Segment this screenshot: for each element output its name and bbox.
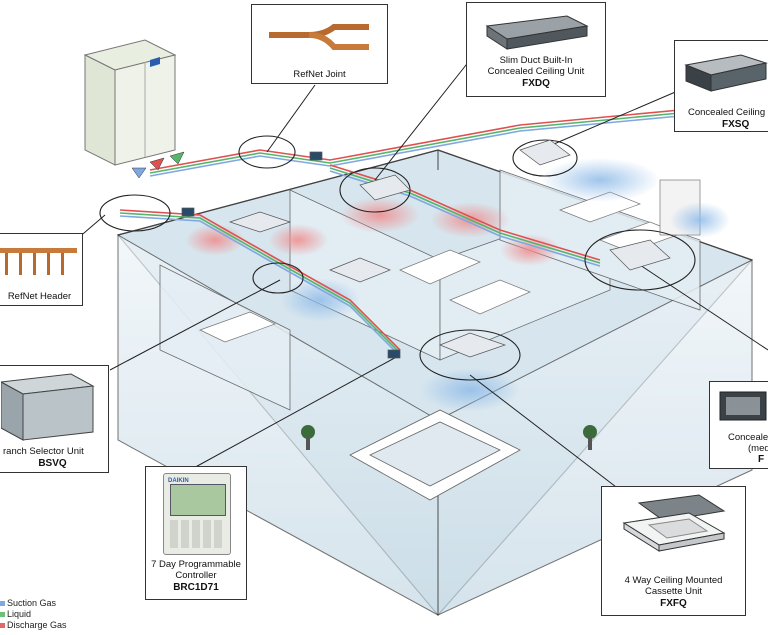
fxsq-line1: Concealed Ceiling xyxy=(688,107,766,118)
slim-duct-callout: Slim Duct Built-In Concealed Ceiling Uni… xyxy=(466,2,606,97)
fxfq-line1: 4 Way Ceiling Mounted xyxy=(624,575,723,586)
cassette-callout: 4 Way Ceiling Mounted Cassette Unit FXFQ xyxy=(601,486,746,616)
refnet-header-label: RefNet Header xyxy=(7,291,72,302)
bsvq-magnifier xyxy=(252,262,304,294)
conference-table xyxy=(349,409,521,501)
medium-unit-magnifier xyxy=(584,229,696,291)
callout-leaders xyxy=(69,59,768,491)
legend-item-discharge: Discharge Gas xyxy=(0,620,67,631)
legend-label: Suction Gas xyxy=(7,598,57,608)
refnet-header-magnifier xyxy=(99,194,171,232)
plants xyxy=(301,425,597,450)
outdoor-unit xyxy=(83,39,177,166)
controller-device: DAIKIN xyxy=(163,473,231,555)
indoor-units xyxy=(181,139,671,359)
bsvq-code: BSVQ xyxy=(38,458,67,469)
fxdq-unit-icon xyxy=(485,15,589,50)
controller-buttons xyxy=(170,520,224,548)
legend-item-suction: Suction Gas xyxy=(0,598,67,609)
legend-swatch xyxy=(0,612,5,617)
controller-logo: DAIKIN xyxy=(168,478,189,484)
fxfq-magnifier xyxy=(419,329,521,381)
legend-label: Discharge Gas xyxy=(7,620,67,630)
fxdq-code: FXDQ xyxy=(522,78,550,89)
branch-selector-callout: ranch Selector Unit BSVQ xyxy=(0,365,109,473)
fxdq-line1: Slim Duct Built-In xyxy=(499,55,573,66)
controller-line2: Controller xyxy=(175,570,217,581)
fxfq-unit-icon xyxy=(622,494,726,552)
magnifier-circles xyxy=(99,135,696,381)
legend-swatch xyxy=(0,623,5,628)
fxsq-unit-icon xyxy=(684,54,768,92)
controller-screen xyxy=(170,484,226,516)
concealed-medium-callout: Conceale (med F xyxy=(709,381,768,469)
refnet-header-icon xyxy=(0,248,77,275)
medium-code: F xyxy=(758,454,765,465)
fxsq-magnifier xyxy=(512,139,578,177)
fxfq-line2: Cassette Unit xyxy=(644,586,703,597)
refrigerant-arrows xyxy=(131,151,185,179)
fxdq-line2: Concealed Ceiling Unit xyxy=(487,66,585,77)
medium-line2: (med xyxy=(748,443,768,454)
controller-line1: 7 Day Programmable xyxy=(151,559,241,570)
fxfq-code: FXFQ xyxy=(660,598,687,609)
refrigerant-piping xyxy=(119,109,681,357)
refnet-joint-magnifier xyxy=(238,135,296,169)
refnet-joint-callout: RefNet Joint xyxy=(251,4,388,84)
controller-code: BRC1D71 xyxy=(173,582,219,593)
legend-swatch xyxy=(0,601,5,606)
legend-item-liquid: Liquid xyxy=(0,609,67,620)
bsvq-line1: ranch Selector Unit xyxy=(3,446,84,457)
outer-wall-right xyxy=(437,259,753,616)
concealed-fxsq-callout: Concealed Ceiling FXSQ xyxy=(674,40,768,132)
legend-label: Liquid xyxy=(7,609,32,619)
medium-line1: Conceale xyxy=(728,432,768,443)
refnet-joint-icon xyxy=(269,24,369,50)
pipe-legend: Suction Gas Liquid Discharge Gas xyxy=(0,598,67,631)
refnet-joint-label: RefNet Joint xyxy=(293,69,346,80)
refnet-header-callout: RefNet Header xyxy=(0,233,83,306)
medium-unit-icon xyxy=(719,391,767,421)
bsvq-unit-icon xyxy=(1,373,95,441)
controller-callout: DAIKIN 7 Day Programmable Controller BRC… xyxy=(145,466,247,600)
fxsq-code: FXSQ xyxy=(722,119,750,130)
